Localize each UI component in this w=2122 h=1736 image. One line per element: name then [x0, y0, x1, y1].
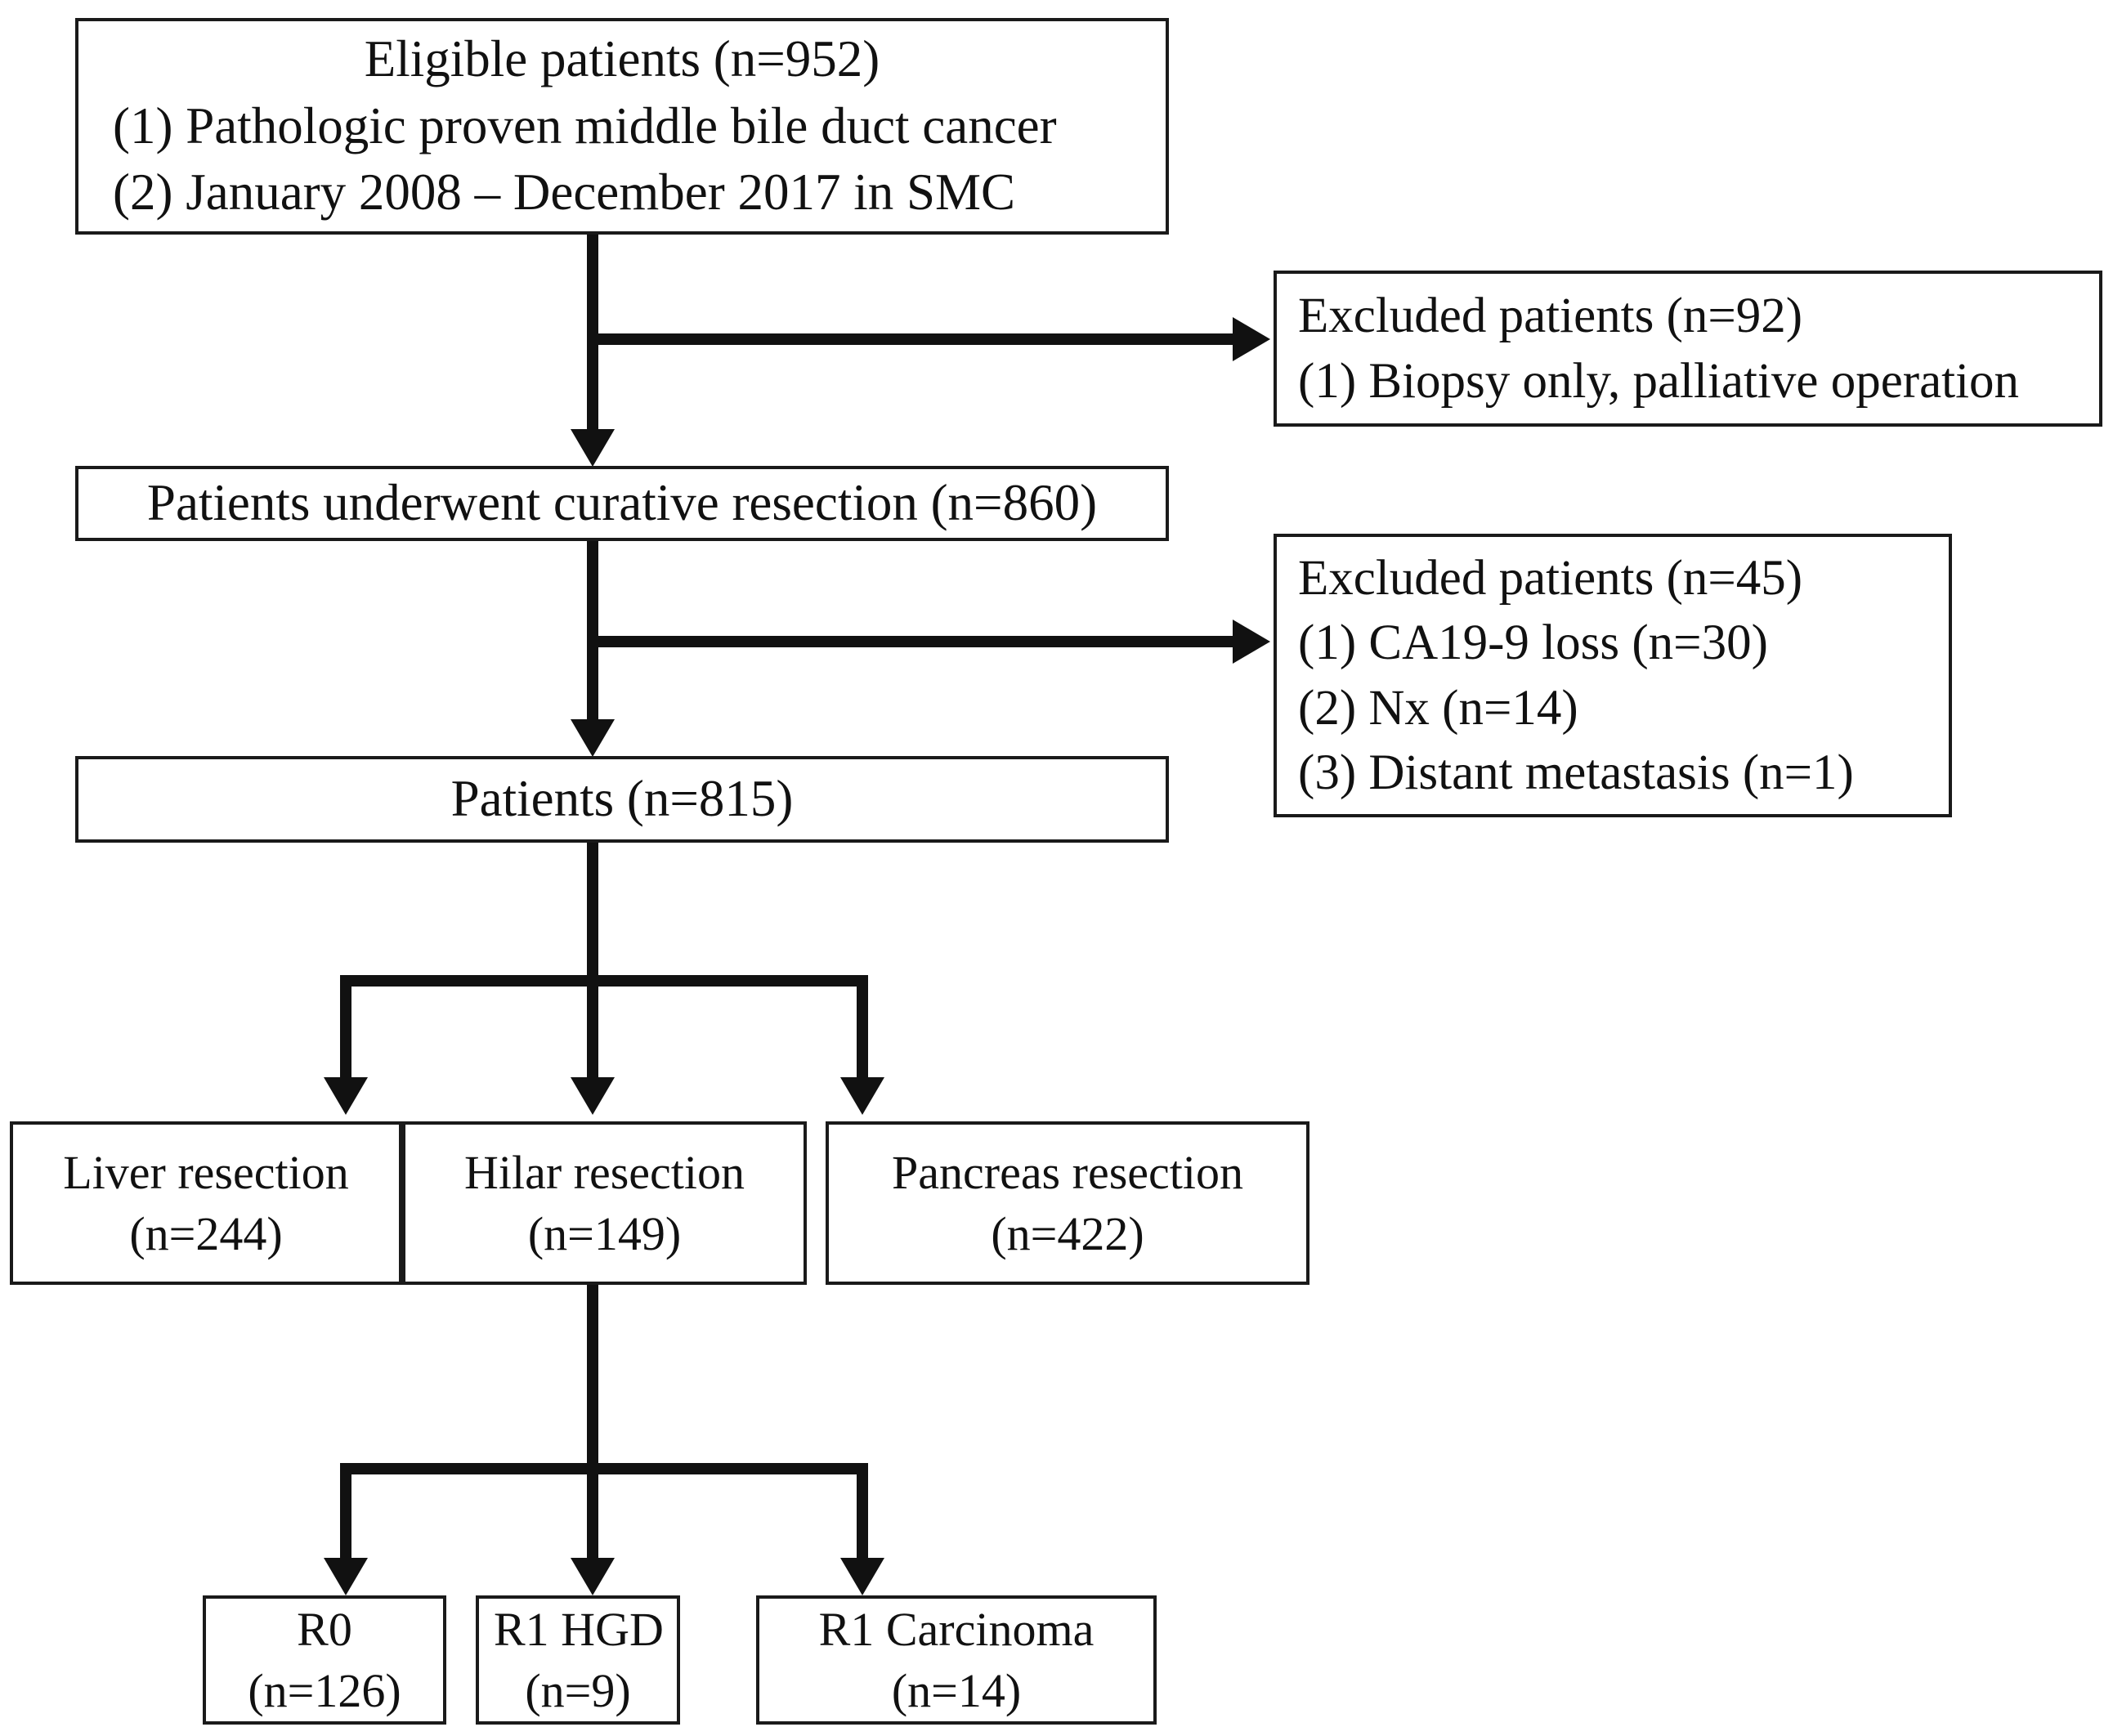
connector-to-excluded-2: [587, 636, 1233, 647]
node-r1-carcinoma: R1 Carcinoma (n=14): [756, 1595, 1157, 1725]
node-liver-resection: Liver resection (n=244): [10, 1121, 402, 1285]
node-excluded-1: Excluded patients (n=92) (1) Biopsy only…: [1274, 271, 2102, 427]
r1-hgd-line-2: (n=9): [525, 1664, 631, 1717]
arrowhead-to-excluded-2: [1233, 620, 1270, 664]
arrowhead-to-r1-hgd: [571, 1558, 615, 1595]
connector-to-r0: [340, 1463, 351, 1561]
connector-hilar-stem: [587, 1285, 598, 1473]
hilar-line-1: Hilar resection: [463, 1145, 745, 1199]
excluded-1-line-2: (1) Biopsy only, palliative operation: [1298, 353, 2020, 409]
arrowhead-eligible-to-curative: [571, 429, 615, 467]
liver-line-2: (n=244): [129, 1207, 283, 1260]
patients-line-1: Patients (n=815): [450, 770, 794, 828]
node-pancreas-resection: Pancreas resection (n=422): [826, 1121, 1309, 1285]
connector-patients-stem: [587, 843, 598, 987]
liver-line-1: Liver resection: [63, 1145, 349, 1199]
connector-to-excluded-1: [587, 333, 1233, 345]
eligible-line-3: (2) January 2008 – December 2017 in SMC: [113, 163, 1016, 221]
connector-to-pancreas: [857, 975, 868, 1080]
arrowhead-to-r1-carcinoma: [840, 1558, 884, 1595]
arrowhead-to-hilar: [571, 1077, 615, 1115]
connector-patients-split-bar: [340, 975, 868, 987]
eligible-line-1: Eligible patients (n=952): [364, 29, 880, 87]
connector-to-hilar: [587, 975, 598, 1080]
excluded-2-line-1: Excluded patients (n=45): [1298, 550, 1803, 606]
pancreas-line-2: (n=422): [991, 1207, 1144, 1260]
excluded-1-line-1: Excluded patients (n=92): [1298, 289, 1803, 344]
node-excluded-2: Excluded patients (n=45) (1) CA19-9 loss…: [1274, 534, 1952, 817]
arrowhead-to-r0: [324, 1558, 368, 1595]
r0-line-2: (n=126): [248, 1664, 401, 1717]
arrowhead-to-liver: [324, 1077, 368, 1115]
node-patients-final: Patients (n=815): [75, 756, 1169, 843]
node-r0: R0 (n=126): [203, 1595, 446, 1725]
node-hilar-resection: Hilar resection (n=149): [402, 1121, 807, 1285]
connector-curative-to-patients: [587, 541, 598, 723]
connector-to-r1-carcinoma: [857, 1463, 868, 1561]
hilar-line-2: (n=149): [527, 1207, 682, 1260]
connector-to-r1-hgd: [587, 1463, 598, 1561]
arrowhead-to-pancreas: [840, 1077, 884, 1115]
excluded-2-line-4: (3) Distant metastasis (n=1): [1298, 745, 1854, 800]
excluded-2-line-2: (1) CA19-9 loss (n=30): [1298, 615, 1768, 671]
excluded-2-line-3: (2) Nx (n=14): [1298, 680, 1578, 736]
eligible-line-2: (1) Pathologic proven middle bile duct c…: [113, 96, 1057, 154]
arrowhead-curative-to-patients: [571, 719, 615, 757]
node-curative-resection: Patients underwent curative resection (n…: [75, 466, 1169, 541]
node-r1-hgd: R1 HGD (n=9): [476, 1595, 680, 1725]
connector-hilar-split-bar: [340, 1463, 868, 1474]
r1-carcinoma-line-1: R1 Carcinoma: [818, 1602, 1095, 1656]
connector-to-liver: [340, 975, 351, 1080]
r0-line-1: R0: [297, 1602, 352, 1656]
r1-hgd-line-1: R1 HGD: [494, 1602, 664, 1656]
curative-line-1: Patients underwent curative resection (n…: [146, 474, 1098, 532]
r1-carcinoma-line-2: (n=14): [891, 1664, 1022, 1717]
pancreas-line-1: Pancreas resection: [892, 1145, 1243, 1199]
connector-eligible-to-curative: [587, 235, 598, 431]
node-eligible-patients: Eligible patients (n=952) (1) Pathologic…: [75, 18, 1169, 235]
arrowhead-to-excluded-1: [1233, 317, 1270, 361]
